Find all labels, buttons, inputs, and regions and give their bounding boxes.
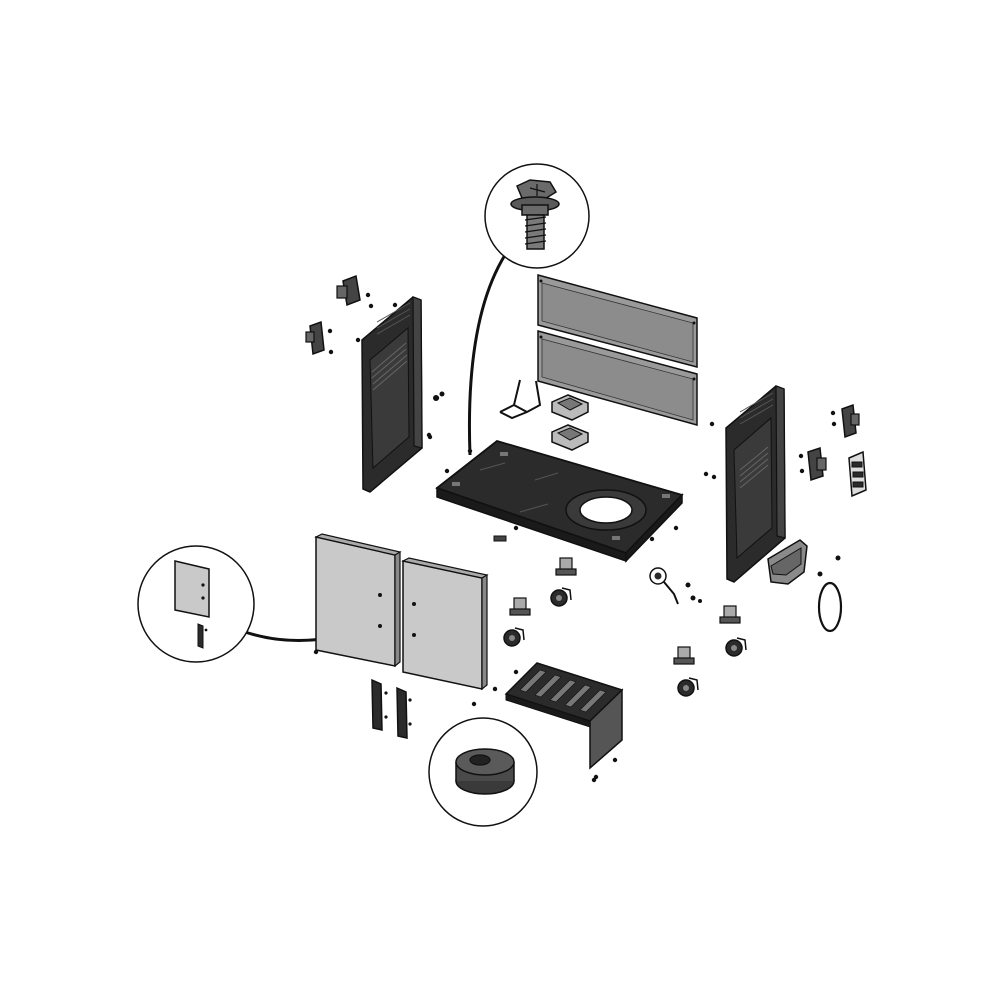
wire-tank-hook [433, 379, 542, 420]
bolt-icon [510, 179, 560, 250]
caster-upper-middle [550, 587, 572, 607]
hinge-bracket-left-lower [305, 320, 334, 356]
foot-left [509, 597, 531, 616]
grease-cup-lower [551, 424, 589, 451]
hinge-bracket-left-upper [336, 274, 374, 309]
door-handle-left [371, 678, 383, 731]
callout-door-detail [137, 545, 255, 663]
caster-wheels [503, 557, 747, 697]
back-panel-lower [537, 330, 698, 426]
back-panel-upper [537, 274, 698, 368]
door-handle-right [396, 686, 408, 739]
right-side-panel [709, 385, 786, 583]
callout-foot-detail [428, 717, 538, 827]
caster-right-lower [677, 677, 699, 697]
right-door [401, 557, 498, 692]
foot-right-upper [719, 605, 741, 624]
foot-upper-middle [555, 557, 577, 576]
grease-cups [551, 394, 589, 451]
hinge-bracket-right-lower [798, 446, 827, 482]
hinge-bracket-right-upper [830, 403, 860, 439]
bottom-shelf-with-tank-hole [435, 440, 684, 563]
grease-cup-upper [551, 394, 589, 421]
left-door [313, 533, 402, 668]
side-hooks-and-basket [767, 450, 867, 633]
caster-left [503, 627, 525, 647]
door-icon [174, 560, 210, 649]
side-basket [767, 539, 808, 585]
foot-right-lower [673, 646, 695, 665]
tool-hook-rack [848, 450, 867, 498]
wire-loop [817, 555, 843, 633]
regulator-hose-part [649, 567, 702, 605]
callout-screw-detail [484, 163, 590, 269]
foot-cap-icon [455, 748, 515, 795]
callout-leader-screw [467, 254, 507, 456]
caster-right-upper [725, 637, 747, 657]
left-side-panel [355, 296, 433, 493]
hinge-brackets [305, 274, 860, 482]
slatted-tank-tray [471, 662, 624, 780]
door-handles [371, 678, 412, 739]
bolts-and-screws [426, 395, 709, 783]
